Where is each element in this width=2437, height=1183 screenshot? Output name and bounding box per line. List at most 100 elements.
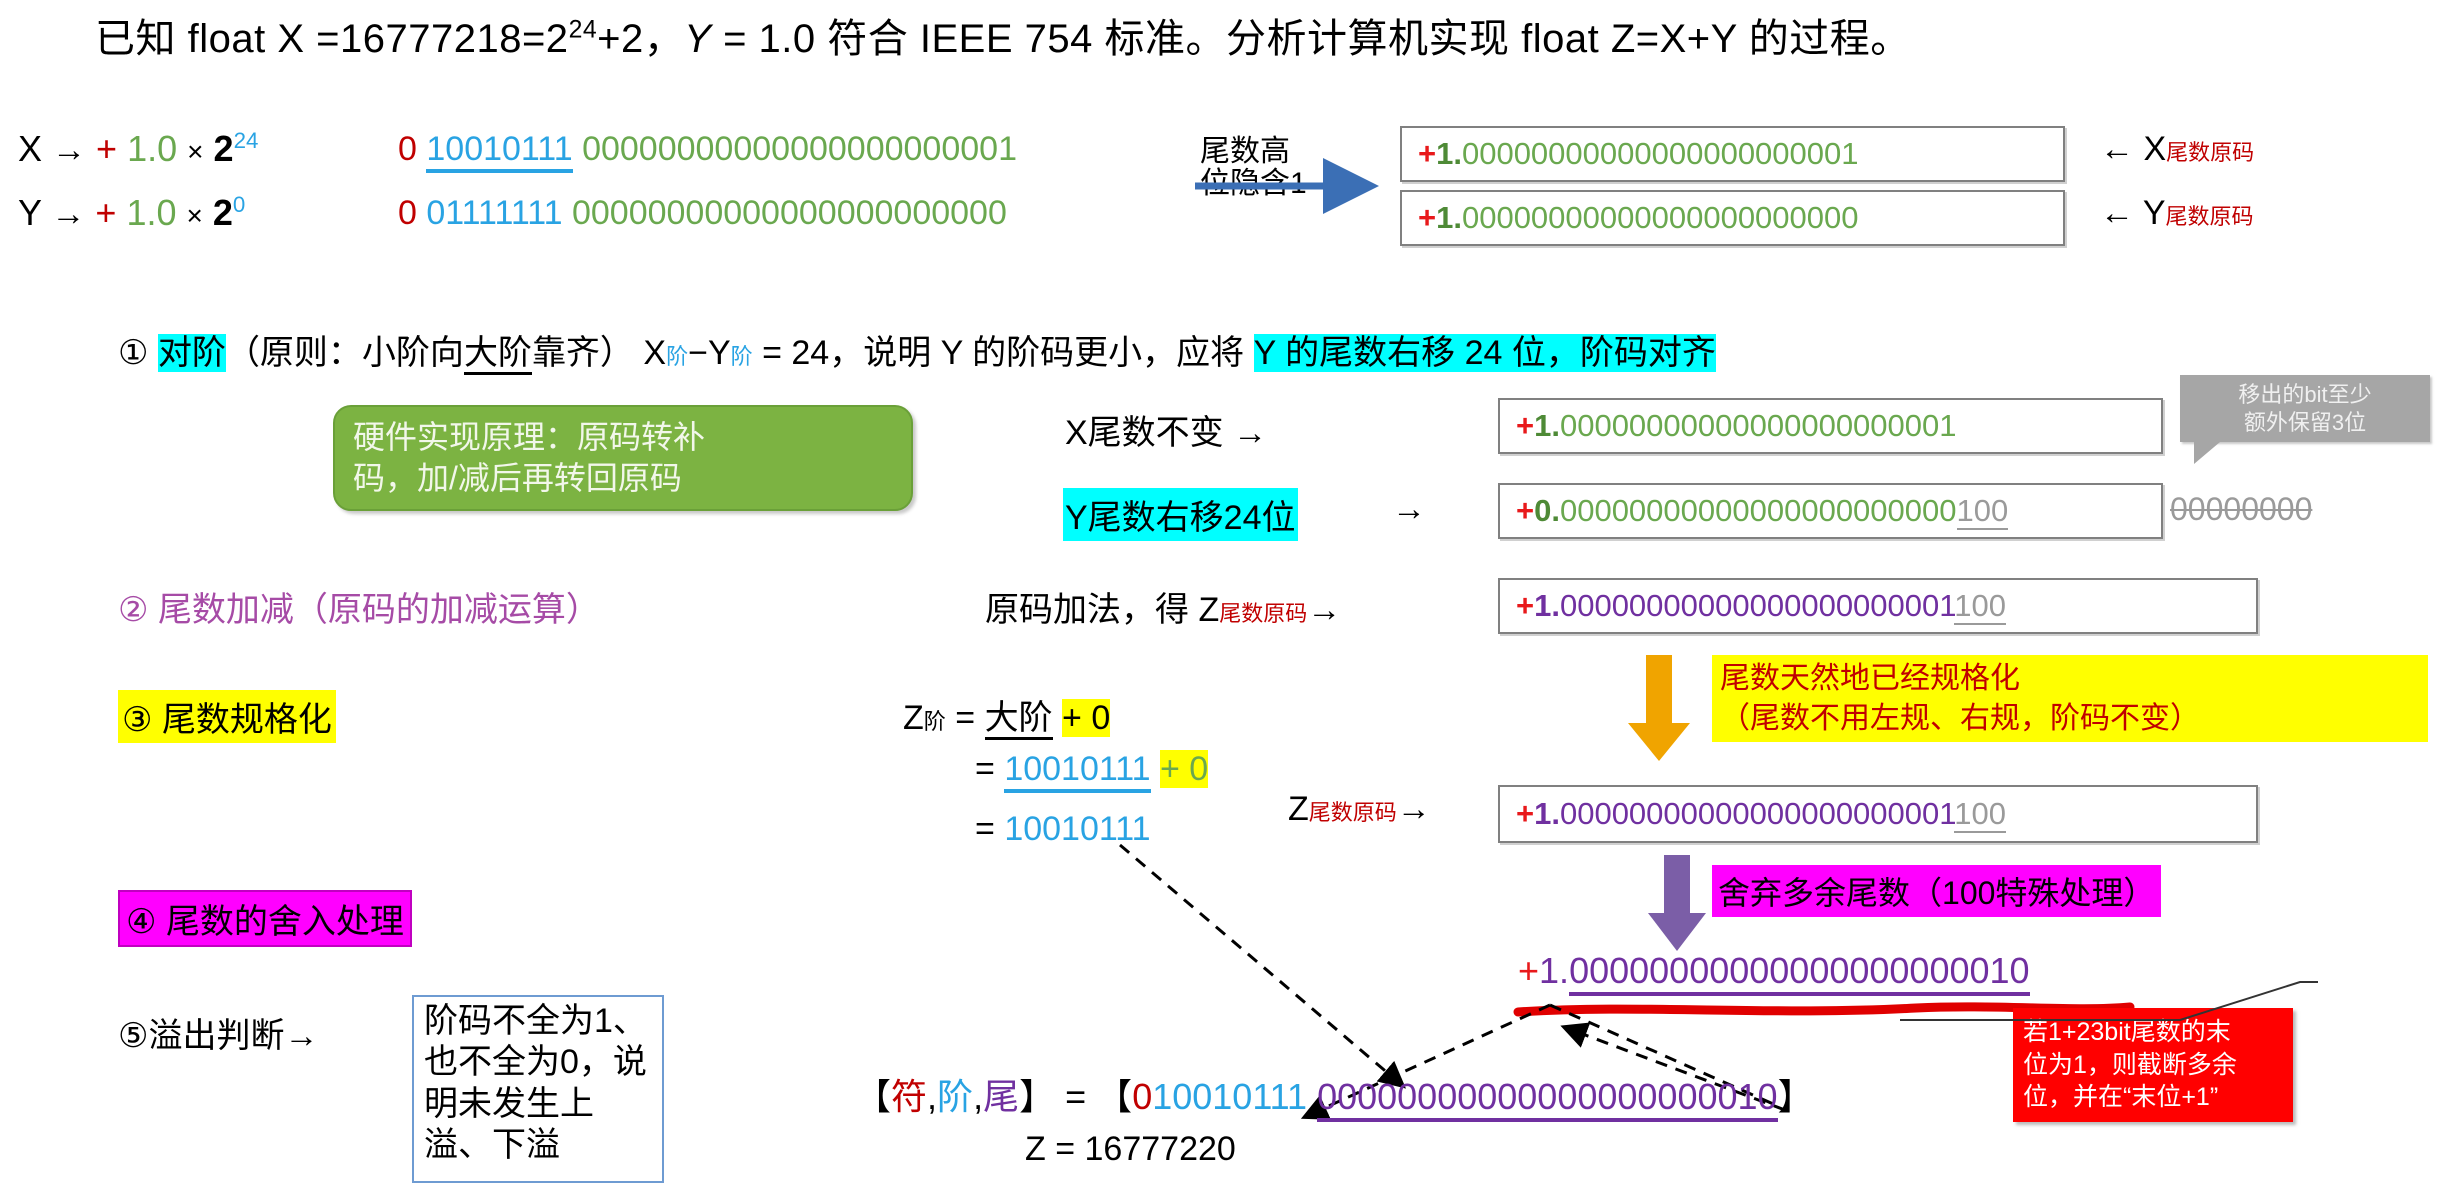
title-part1: 已知 float X =16777218=2 — [95, 17, 569, 61]
x-mantissa-box-one: 1. — [1436, 136, 1462, 171]
rounding-note: 舍弃多余尾数（100特殊处理） — [1712, 865, 2162, 917]
truncation-rule-line3: 位，并在“末位+1” — [2023, 1083, 2219, 1111]
hardware-principle-line1: 硬件实现原理：原码转补 — [353, 419, 706, 455]
y-bitpattern: 0 01111111 00000000000000000000000 — [398, 194, 1007, 233]
step-1-underlined: 大阶 — [463, 334, 532, 375]
y-label: Y — [18, 192, 42, 233]
x-unchanged-text: X尾数不变 — [1065, 414, 1224, 452]
x-mantissa-box-frac: 00000000000000000000001 — [1461, 136, 1859, 171]
title-part2: +2， — [597, 17, 685, 61]
step-1-keyword: 对阶 — [157, 334, 226, 372]
exponent-calc-line2: = 10010111 + 0 — [975, 750, 1209, 793]
x-side-sub: 尾数原码 — [2166, 140, 2255, 165]
x-base: 2 — [213, 128, 234, 169]
z-mantissa-arrow-icon: → — [1396, 790, 1431, 828]
dropped-bits-bubble: 移出的bit至少 额外保留3位 — [2180, 375, 2430, 464]
x-exponent-bits: 10010111 — [426, 130, 573, 173]
z-norm-sign: + — [1516, 796, 1535, 831]
hidden-one-note-line1: 尾数高 — [1200, 135, 1290, 168]
final-b-close: 】 — [1777, 1076, 1814, 1117]
y-mantissa-box-frac: 00000000000000000000000 — [1461, 200, 1859, 235]
x-sign: + — [96, 128, 118, 169]
normalization-note-line2: （尾数不用左规、右规，阶码不变） — [1720, 701, 2200, 735]
x-aligned-mantissa-box: +1.00000000000000000000001 — [1498, 398, 2163, 454]
final-result-line: 【符,阶,尾】 = 【010010111 0000000000000000000… — [855, 1068, 1814, 1122]
y-exponent-bits: 01111111 — [426, 194, 563, 232]
x-times-icon: × — [187, 136, 204, 167]
y-shifted-frac: 00000000000000000000000 — [1559, 493, 1957, 528]
exponent-calc-line1: Z阶 = 大阶 + 0 — [903, 690, 1111, 740]
final-b-open: 【 — [1096, 1076, 1133, 1117]
exponent-calc-bits2: 10010111 — [1004, 810, 1151, 848]
final-fu: 符 — [891, 1076, 928, 1117]
title-part3: = 1.0 符合 IEEE 754 标准。分析计算机实现 float Z=X+Y… — [711, 17, 1911, 61]
title-exponent: 24 — [568, 16, 598, 44]
x-sign-bit: 0 — [398, 130, 417, 168]
x-bitpattern: 0 10010111 00000000000000000000001 — [398, 130, 1017, 173]
final-bracket-close: 】 — [1019, 1076, 1056, 1117]
y-mantissa-box-one: 1. — [1436, 200, 1462, 235]
exponent-calc-bits1: 10010111 — [1004, 750, 1151, 793]
step-4-text: 尾数的舍入处理 — [165, 903, 404, 941]
page-title: 已知 float X =16777218=224+2，Y = 1.0 符合 IE… — [95, 6, 1911, 64]
step-2-line: ② 尾数加减（原码的加减运算） — [118, 582, 600, 631]
exponent-calc-line3: = 10010111 — [975, 810, 1151, 849]
step-1-sub-2: 阶 — [730, 344, 753, 369]
truncation-rule-line1: 若1+23bit尾数的末 — [2023, 1018, 2231, 1046]
y-side-label: ← Y尾数原码 — [2100, 194, 2254, 233]
step-3-number: ③ — [122, 701, 153, 739]
rounded-one: 1. — [1539, 950, 1570, 991]
step-5-line: ⑤溢出判断→ — [118, 1008, 318, 1057]
y-shifted-one: 0. — [1534, 493, 1560, 528]
rounding-note-num: 100 — [1942, 875, 1996, 911]
y-shift-text: Y尾数右移24位 — [1065, 499, 1296, 537]
x-label: X — [18, 128, 43, 169]
step-5-arrow-icon: → — [284, 1017, 319, 1055]
step-4-number: ④ — [126, 903, 157, 941]
add-row-arrow-icon: → — [1307, 591, 1342, 629]
add-row-label: 原码加法，得 Z尾数原码→ — [985, 582, 1341, 631]
exponent-calc-plus0-a: + 0 — [1062, 699, 1111, 737]
rounded-frac: 00000000000000000000010 — [1569, 950, 2030, 996]
truncation-callout-line — [1900, 981, 2318, 1021]
step-1-sub-1: 阶 — [666, 344, 689, 369]
y-side-sub: 尾数原码 — [2165, 204, 2254, 229]
exponent-calc-eq2: = — [975, 750, 995, 788]
dashed-callout-3 — [1549, 1003, 1786, 1112]
rounded-sign: + — [1518, 950, 1540, 991]
final-z-value: Z = 16777220 — [1025, 1130, 1236, 1168]
y-shift-label: Y尾数右移24位 — [1063, 488, 1298, 541]
x-unchanged-label: X尾数不变 → — [1065, 405, 1267, 454]
rounding-note-pre: 舍弃多余尾数（ — [1718, 875, 1943, 911]
y-sign: + — [95, 192, 117, 233]
truncation-rule-line2: 位为1，则截断多余 — [2023, 1050, 2237, 1079]
y-decomposition: Y → + 1.0 × 20 — [18, 192, 245, 234]
y-shifted-mantissa-box: +0.00000000000000000000000100 — [1498, 483, 2163, 539]
z-norm-one: 1. — [1534, 796, 1560, 831]
x-side-arrow-icon: ← — [2100, 130, 2134, 168]
dashed-callout-1 — [1119, 843, 1406, 1089]
add-row-text: 原码加法，得 Z — [985, 591, 1220, 629]
z-sum-mantissa-box: +1.00000000000000000000001100 — [1498, 578, 2258, 634]
overflow-check-box: 阶码不全为1、也不全为0，说明未发生上溢、下溢 — [412, 995, 664, 1183]
y-side-arrow-icon: ← — [2100, 194, 2134, 232]
y-mantissa: 1.0 — [126, 192, 177, 233]
z-sum-sign: + — [1516, 588, 1535, 623]
y-shift-arrow-icon: → — [1392, 490, 1426, 528]
overflow-check-text: 阶码不全为1、也不全为0，说明未发生上溢、下溢 — [424, 1002, 647, 1165]
step-1-eq-text: = 24，说明 Y 的阶码更小，应将 — [762, 334, 1254, 372]
step-4-line: ④ 尾数的舍入处理 — [118, 890, 412, 947]
exponent-calc-z: Z — [903, 699, 924, 737]
step-2-number: ② — [118, 591, 149, 629]
z-sum-frac: 00000000000000000000001 — [1559, 588, 1955, 623]
final-fraction-bits: 00000000000000000000010 — [1317, 1076, 1778, 1122]
title-y-var: Y — [684, 17, 712, 61]
normalization-note: 尾数天然地已经规格化 （尾数不用左规、右规，阶码不变） — [1712, 655, 2428, 743]
z-norm-extra-bits: 100 — [1954, 796, 2006, 833]
y-base: 2 — [212, 192, 233, 233]
exponent-calc-plus0-b: + 0 — [1160, 750, 1209, 788]
final-bracket-open: 【 — [855, 1076, 892, 1117]
y-shifted-extra-bits: 100 — [1956, 493, 2009, 530]
z-normalized-mantissa-box: +1.00000000000000000000001100 — [1498, 785, 2258, 843]
final-exponent-bits: 10010111 — [1152, 1076, 1308, 1117]
